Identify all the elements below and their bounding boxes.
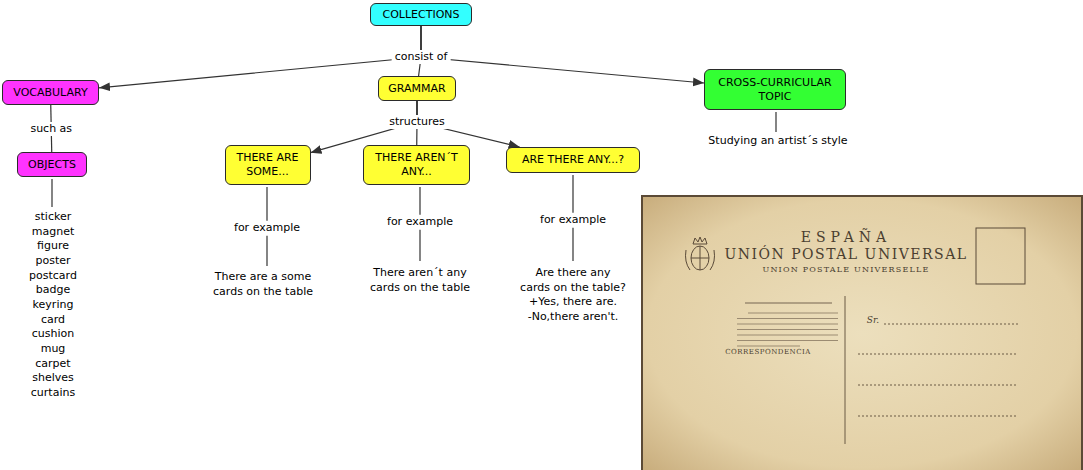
connector (421, 26, 704, 83)
example-sentence: There aren´t any cards on the table (358, 266, 482, 295)
postcard-text: UNIÓN POSTAL UNIVERSAL (724, 245, 967, 263)
postcard-text: CORRESPONDENCIA (725, 348, 811, 357)
divider-line (845, 296, 846, 444)
linking-phrase: structures (386, 115, 448, 129)
leader-line (775, 112, 776, 132)
concept-box: COLLECTIONS (370, 3, 472, 26)
concept-box: VOCABULARY (2, 80, 99, 105)
stamp-box (976, 228, 1025, 284)
vocabulary-word: sticker (35, 210, 71, 225)
concept-box: OBJECTS (17, 152, 87, 177)
concept-text: OBJECTS (28, 158, 76, 172)
vocabulary-word: curtains (31, 386, 75, 401)
postcard-text: UNION POSTALE UNIVERSELLE (762, 265, 929, 275)
linking-phrase: for example (231, 221, 303, 236)
vocabulary-word: figure (37, 239, 69, 254)
vocabulary-word: badge (36, 283, 70, 298)
concept-box: THERE AREN´T ANY... (363, 145, 470, 185)
vocabulary-word: cushion (32, 327, 74, 342)
concept-text: THERE AREN´T ANY... (370, 151, 463, 179)
concept-box: THERE ARE SOME... (225, 145, 311, 185)
vocabulary-word: card (41, 312, 65, 327)
concept-box: CROSS-CURRICULAR TOPIC (704, 69, 846, 110)
address-lines (858, 324, 1018, 416)
concept-text: VOCABULARY (13, 86, 87, 100)
postcard-text: Sr. (867, 314, 879, 326)
concept-box: GRAMMAR (378, 76, 456, 101)
concept-box: ARE THERE ANY...? (506, 147, 640, 173)
vocabulary-word: poster (35, 254, 70, 269)
topic-text: Studying an artist´s style (708, 134, 847, 149)
linking-phrase: such as (27, 122, 75, 136)
example-answer: -No,there aren't. (528, 310, 619, 325)
postcard-paper (643, 197, 1081, 470)
concept-text: GRAMMAR (388, 82, 445, 96)
illegible-text-lines (737, 303, 838, 346)
example-sentence: There are a some cards on the table (201, 270, 325, 299)
concept-text: ARE THERE ANY...? (522, 153, 624, 167)
vocabulary-word: magnet (32, 224, 75, 239)
vocabulary-word: carpet (35, 356, 70, 371)
leader-lines (52, 112, 776, 266)
example-sentence: Are there any cards on the table? (520, 266, 627, 295)
postcard-edge (641, 195, 1083, 470)
vocabulary-word: shelves (32, 371, 74, 386)
example-answer: +Yes, there are. (529, 295, 617, 310)
concept-text: CROSS-CURRICULAR TOPIC (711, 76, 839, 104)
postcard-text: ESPAÑA (801, 228, 891, 246)
concept-text: THERE ARE SOME... (232, 151, 304, 179)
linking-phrase: consist of (392, 50, 451, 64)
connector (99, 26, 421, 88)
vocabulary-word: keyring (33, 298, 74, 313)
linking-phrase: for example (537, 213, 609, 228)
vocabulary-word: mug (41, 342, 66, 357)
coat-of-arms (686, 237, 715, 270)
concept-text: COLLECTIONS (382, 8, 459, 22)
leader-line (51, 179, 52, 207)
linking-phrase: for example (384, 215, 456, 230)
postcard-photo (641, 195, 1083, 470)
vocabulary-word: postcard (29, 268, 77, 283)
